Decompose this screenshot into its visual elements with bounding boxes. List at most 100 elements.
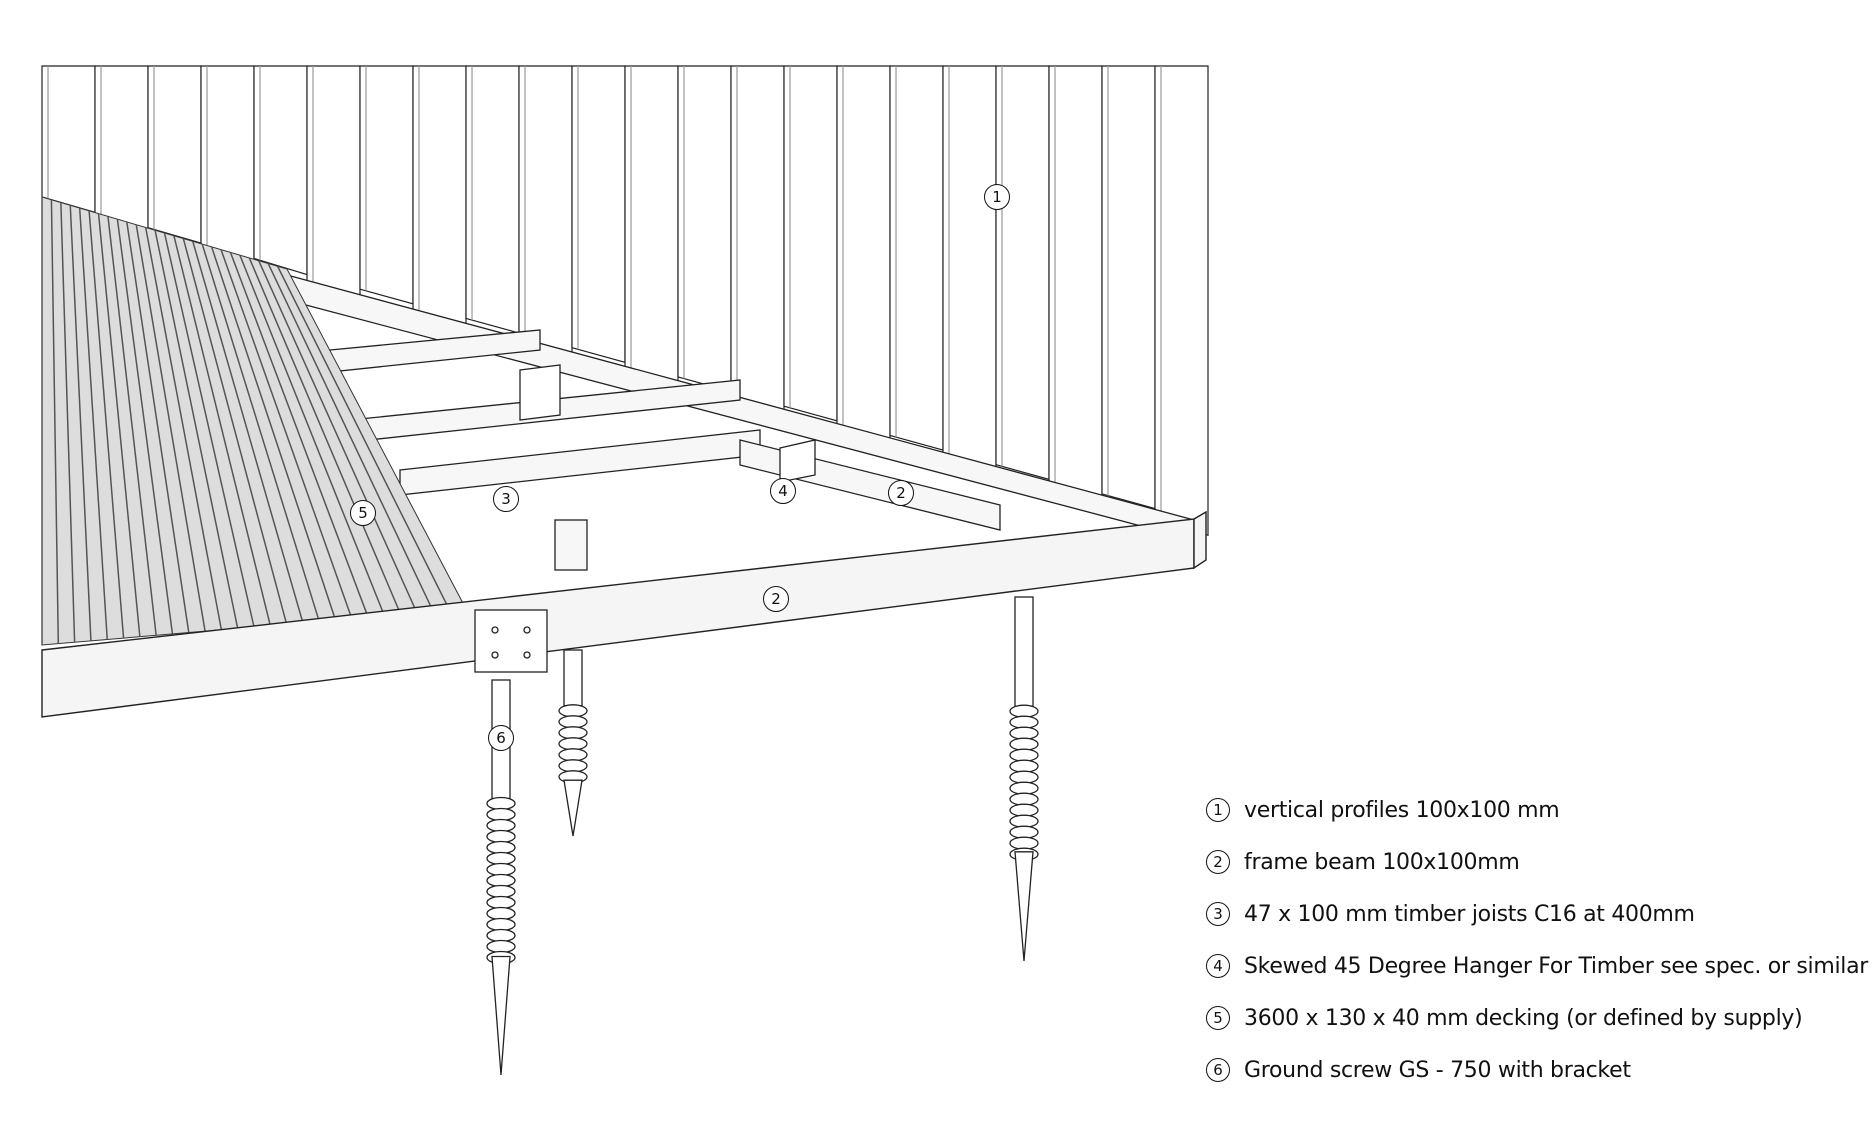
legend-text: vertical profiles 100x100 mm bbox=[1244, 797, 1560, 823]
legend: 1 vertical profiles 100x100 mm 2 frame bea… bbox=[1206, 784, 1868, 1096]
decking-board-line bbox=[69, 205, 92, 641]
vertical-profile bbox=[465, 65, 520, 334]
decking-board-line bbox=[248, 257, 402, 615]
legend-number: 3 bbox=[1206, 902, 1230, 926]
ground-screw-thread bbox=[486, 840, 516, 855]
callout-4: 4 bbox=[770, 478, 796, 504]
legend-text: Skewed 45 Degree Hanger For Timber see s… bbox=[1244, 953, 1869, 979]
legend-number: 2 bbox=[1206, 850, 1230, 874]
vertical-profile bbox=[889, 65, 944, 451]
ground-screw-thread bbox=[558, 715, 588, 729]
ground-screw-thread bbox=[1009, 759, 1039, 773]
decking-board-line bbox=[229, 252, 369, 618]
ground-screw-thread bbox=[486, 873, 516, 888]
ground-screw-shaft bbox=[563, 649, 583, 707]
callout-2-front-beam: 2 bbox=[763, 586, 789, 612]
vertical-profile bbox=[571, 65, 626, 364]
decking-board-line bbox=[154, 230, 239, 629]
vertical-profile bbox=[995, 65, 1050, 481]
vertical-profile bbox=[1154, 65, 1209, 536]
ground-screw-thread bbox=[486, 807, 516, 822]
vertical-profile bbox=[359, 65, 414, 305]
decking-board-line bbox=[97, 213, 141, 637]
ground-screw-thread bbox=[558, 726, 588, 740]
ground-screw-thread bbox=[486, 851, 516, 866]
hanger-bracket bbox=[519, 364, 561, 421]
vertical-profile bbox=[518, 65, 573, 361]
decking-board-line bbox=[78, 208, 108, 640]
ground-screw-thread bbox=[558, 759, 588, 773]
vertical-profile bbox=[677, 65, 732, 393]
legend-item: 1 vertical profiles 100x100 mm bbox=[1206, 784, 1868, 836]
vertical-profile bbox=[624, 65, 679, 390]
ground-screw-thread bbox=[486, 917, 516, 932]
ground-screw-thread bbox=[1009, 726, 1039, 740]
ground-screw-thread bbox=[486, 862, 516, 877]
front-frame-beam bbox=[41, 510, 1207, 718]
decking-board-line bbox=[144, 227, 223, 630]
decking-board-line bbox=[173, 235, 272, 626]
callout-5: 5 bbox=[350, 500, 376, 526]
decking-board-line bbox=[126, 221, 190, 633]
ground-screw-thread bbox=[1009, 770, 1039, 784]
decking-board-line bbox=[267, 263, 435, 613]
vertical-profile bbox=[1048, 65, 1103, 507]
ground-screw-thread bbox=[1009, 715, 1039, 729]
callout-3: 3 bbox=[493, 486, 519, 512]
vertical-profile bbox=[730, 65, 785, 419]
ground-screw-thread bbox=[486, 928, 516, 943]
decking-board-line bbox=[163, 232, 255, 628]
decking-board-line bbox=[258, 260, 418, 614]
decking-board-line bbox=[135, 224, 206, 632]
ground-screw-thread bbox=[486, 939, 516, 954]
post bbox=[554, 519, 588, 571]
decking-board-line bbox=[239, 254, 386, 617]
decking-board-line bbox=[210, 246, 337, 621]
decking-board-line bbox=[50, 199, 60, 644]
ground-screw-shaft bbox=[1014, 596, 1034, 707]
vertical-profile bbox=[41, 65, 96, 214]
legend-number: 1 bbox=[1206, 798, 1230, 822]
ground-screw-thread bbox=[1009, 781, 1039, 795]
vertical-profile bbox=[306, 65, 361, 302]
corner-bracket bbox=[474, 609, 548, 673]
ground-screw-thread bbox=[558, 704, 588, 718]
ground-screw-thread bbox=[1009, 825, 1039, 839]
legend-text: Ground screw GS - 750 with bracket bbox=[1244, 1057, 1631, 1083]
ground-screw-thread bbox=[486, 818, 516, 833]
vertical-profile bbox=[836, 65, 891, 449]
vertical-profiles-cladding bbox=[41, 65, 1209, 536]
ground-screw-thread bbox=[486, 906, 516, 921]
legend-number: 5 bbox=[1206, 1006, 1230, 1030]
decking-board-line bbox=[220, 249, 353, 619]
hanger-bracket bbox=[779, 439, 816, 483]
callout-1: 1 bbox=[984, 184, 1010, 210]
ground-screw-thread bbox=[486, 884, 516, 899]
callout-6: 6 bbox=[488, 725, 514, 751]
ground-screw-thread bbox=[1009, 803, 1039, 817]
decking bbox=[41, 196, 467, 646]
joist bbox=[399, 429, 761, 496]
legend-item: 6 Ground screw GS - 750 with bracket bbox=[1206, 1044, 1868, 1096]
ground-screw-thread bbox=[1009, 704, 1039, 718]
ground-screw-tip bbox=[491, 955, 511, 1076]
legend-number: 6 bbox=[1206, 1058, 1230, 1082]
vertical-profile bbox=[200, 65, 255, 272]
vertical-profile bbox=[412, 65, 467, 332]
ground-screw-thread bbox=[1009, 836, 1039, 850]
legend-text: frame beam 100x100mm bbox=[1244, 849, 1520, 875]
legend-text: 47 x 100 mm timber joists C16 at 400mm bbox=[1244, 901, 1695, 927]
ground-screw-thread bbox=[1009, 792, 1039, 806]
decking-board-line bbox=[88, 210, 125, 639]
ground-screw-thread bbox=[486, 829, 516, 844]
ground-screw-thread bbox=[1009, 737, 1039, 751]
decking-board-line bbox=[60, 202, 76, 643]
decking-board-line bbox=[107, 216, 157, 636]
decking-board-line bbox=[276, 265, 451, 611]
vertical-profile bbox=[253, 65, 308, 276]
ground-screw-thread bbox=[558, 748, 588, 762]
